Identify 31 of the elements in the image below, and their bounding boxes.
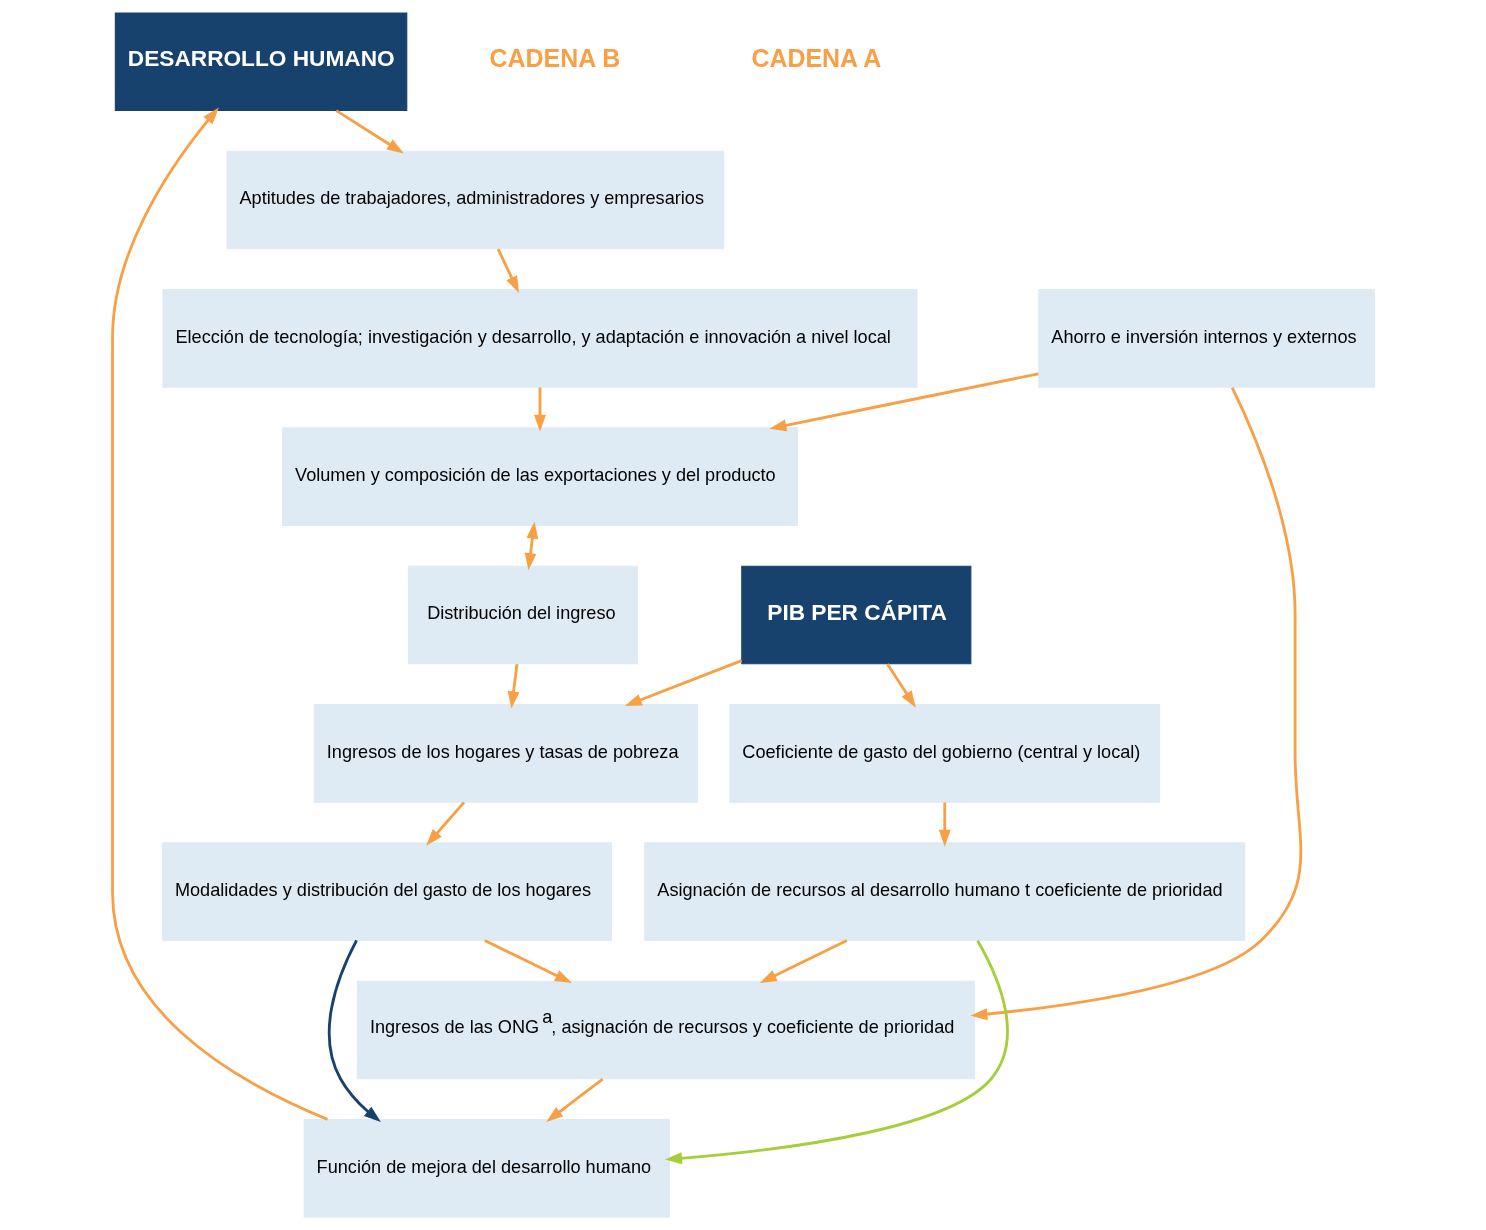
node-box: Coeficiente de gasto del gobierno (central y local) bbox=[728, 704, 1160, 803]
arrow bbox=[496, 248, 519, 294]
arrow bbox=[759, 939, 847, 984]
arrow bbox=[483, 939, 572, 984]
arrow bbox=[507, 663, 519, 709]
node-box: Modalidades y distribución del gasto de los hogares bbox=[161, 842, 612, 941]
arrow bbox=[624, 659, 742, 707]
label: CADENA B bbox=[489, 43, 620, 72]
node-box: Distribución del ingreso bbox=[407, 565, 638, 665]
arrow bbox=[938, 802, 951, 847]
arrow bbox=[885, 663, 916, 708]
node-box: Ahorro e inversión internos y externos bbox=[1037, 289, 1375, 388]
label: CADENA A bbox=[750, 43, 881, 72]
arrow bbox=[110, 107, 328, 1121]
arrow bbox=[327, 939, 381, 1123]
node-box: Aptitudes de trabajadores, administradores y empresarios bbox=[226, 150, 724, 250]
arrow bbox=[524, 521, 538, 571]
arrow bbox=[969, 386, 1302, 1021]
arrow bbox=[664, 940, 1009, 1165]
arrow bbox=[533, 387, 546, 432]
node-box: Ingresos de los hogares y tasas de pobreza bbox=[313, 704, 698, 803]
arrow bbox=[425, 801, 465, 846]
node-box: Volumen y composición de las exportaciones y del producto bbox=[281, 427, 798, 526]
arrow bbox=[545, 1077, 604, 1122]
arrow bbox=[335, 109, 404, 154]
node-box: Función de mejora del desarrollo humano bbox=[303, 1119, 670, 1218]
node-box: Elección de tecnología; investigación y desarrollo, y adaptación e innovación a nivel local bbox=[161, 289, 918, 388]
node-box: Asignación de recursos al desarrollo humano t coeficiente de prioridad bbox=[643, 842, 1245, 941]
arrow bbox=[768, 372, 1039, 432]
node-box: PIB PER CÁPITA bbox=[740, 565, 971, 665]
node-box: DESARROLLO HUMANO bbox=[114, 12, 407, 111]
